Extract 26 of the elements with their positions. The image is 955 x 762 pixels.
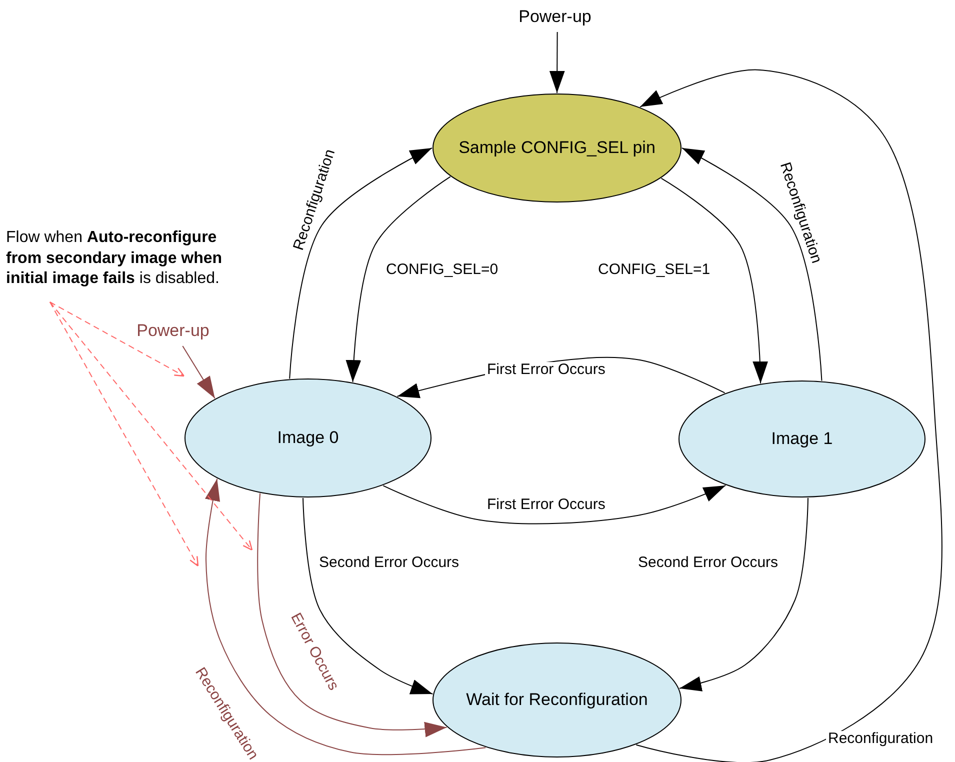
arrow (302, 497, 434, 695)
state-name: Image 1 (771, 429, 833, 449)
arrow (678, 497, 808, 692)
arrow (205, 478, 486, 756)
arrow (289, 148, 432, 380)
leader-line (49, 302, 253, 551)
edge-label: CONFIG_SEL=0 (384, 262, 500, 278)
arrow (346, 176, 451, 383)
arrow (257, 492, 448, 738)
start-label: Power-up (518, 7, 592, 27)
edge-label: First Error Occurs (485, 362, 608, 378)
arrow (182, 346, 216, 399)
arrow (382, 484, 726, 524)
state-name: Wait for Reconfiguration (466, 690, 648, 710)
arrow (682, 148, 822, 382)
arrow (549, 32, 565, 94)
note-text: Flow when Auto-reconfigure from secondary image when initial image fails is disabled. (6, 228, 224, 290)
edge-label: CONFIG_SEL=1 (596, 262, 712, 278)
state-name: Image 0 (277, 428, 339, 448)
start-label: Power-up (136, 321, 210, 341)
state-name: Sample CONFIG_SEL pin (458, 138, 656, 158)
leader-line (49, 302, 185, 377)
leader-line (49, 302, 199, 567)
arrow (660, 178, 768, 384)
edge-label: Reconfiguration (826, 731, 936, 748)
arrow (636, 70, 942, 762)
